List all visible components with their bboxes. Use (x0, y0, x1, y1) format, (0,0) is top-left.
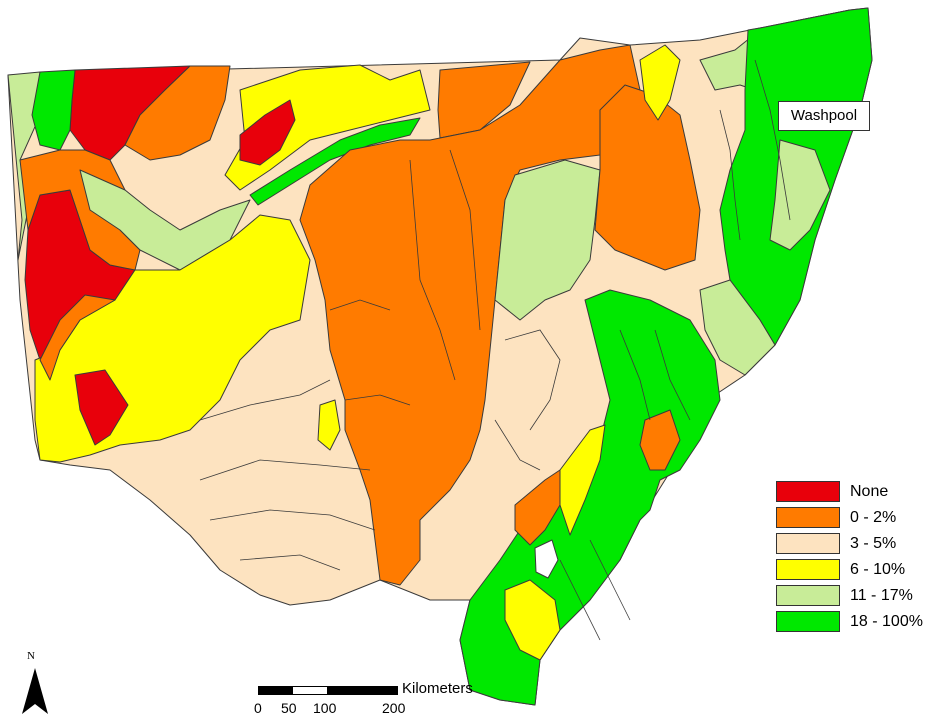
legend: None 0 - 2% 3 - 5% 6 - 10% 11 - 17% 18 - 100% (776, 480, 941, 636)
boundary-line (504, 329, 561, 431)
boundary-line (239, 554, 341, 571)
boundary-line (199, 459, 371, 481)
legend-item: 6 - 10% (776, 558, 941, 581)
north-label: N (27, 650, 35, 662)
scale-tick-0: 0 (254, 700, 262, 716)
boundary-line (199, 379, 331, 421)
lake (534, 539, 559, 579)
legend-label: 6 - 10% (850, 560, 906, 578)
region-se-orange (514, 469, 561, 546)
boundary-line (559, 559, 601, 641)
region-coast-mid-lightgreen (699, 279, 776, 376)
legend-label: 0 - 2% (850, 508, 897, 526)
region-central-lightgreen (494, 159, 601, 321)
boundary-line (329, 299, 391, 311)
legend-item: 18 - 100% (776, 610, 941, 633)
region-diag-lightgreen (79, 169, 251, 271)
legend-label: 3 - 5% (850, 534, 897, 552)
region-ne-yellow (639, 44, 681, 121)
north-arrow-icon (22, 668, 48, 714)
legend-item: 0 - 2% (776, 506, 941, 529)
region-coast-lightgreen (769, 139, 831, 251)
scale-seg-3 (327, 687, 397, 694)
legend-label: None (850, 482, 889, 500)
region-sw-red-strip (74, 369, 129, 446)
boundary-line (754, 59, 791, 221)
region-diag-green (249, 117, 421, 206)
region-centralsouth-yellow (317, 399, 341, 451)
boundary-line (209, 509, 376, 531)
boundary-line (344, 394, 411, 406)
scale-tick-100: 100 (313, 700, 337, 716)
region-se-yellow (559, 424, 606, 536)
region-nw-orange (124, 65, 231, 161)
legend-swatch (776, 611, 840, 632)
legend-swatch (776, 507, 840, 528)
callout-label: Washpool (790, 107, 858, 124)
region-central-orange (299, 44, 641, 586)
boundary-line (619, 329, 651, 421)
legend-swatch (776, 533, 840, 554)
boundary-line (654, 329, 691, 421)
legend-item: 11 - 17% (776, 584, 941, 607)
boundary-line (589, 539, 631, 621)
scale-tick-50: 50 (281, 700, 297, 716)
region-nw-green (31, 69, 76, 151)
scale-seg-1 (259, 687, 293, 694)
boundary-line (409, 159, 456, 381)
legend-swatch (776, 559, 840, 580)
legend-label: 11 - 17% (850, 586, 913, 604)
boundary-line (494, 419, 541, 471)
region-north-yellow (224, 64, 431, 191)
scale-seg-2 (293, 687, 327, 694)
legend-item: 3 - 5% (776, 532, 941, 555)
scale-unit: Kilometers (402, 680, 473, 697)
washpool-callout: Washpool (778, 101, 870, 131)
region-westcenter-orange (39, 294, 116, 381)
scale-bar (258, 686, 398, 695)
legend-swatch (776, 481, 840, 502)
legend-label: 18 - 100% (850, 612, 923, 630)
region-north-red (239, 99, 296, 166)
scale-tick-200: 200 (382, 700, 406, 716)
legend-item: None (776, 480, 941, 503)
boundary-line (719, 109, 741, 241)
legend-swatch (776, 585, 840, 606)
region-east-small-orange (639, 409, 681, 471)
region-south-yellow (504, 579, 561, 661)
boundary-line (449, 149, 481, 331)
